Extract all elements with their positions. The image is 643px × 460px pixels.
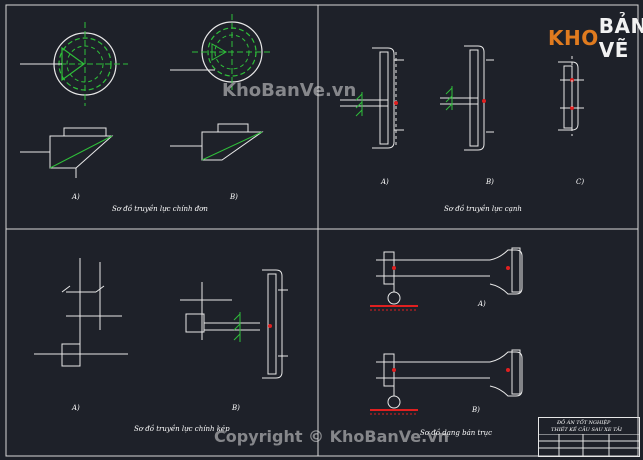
double-drive-a-label: A) bbox=[72, 404, 80, 412]
double-drive-caption: Sơ đồ truyền lực chính kép bbox=[134, 425, 230, 433]
main-drive-caption: Sơ đồ truyền lực chính đơn bbox=[112, 205, 208, 213]
side-drive-a-diagram bbox=[340, 47, 404, 149]
axle-shaft-a-diagram bbox=[370, 247, 523, 311]
logo-part2: BẢN VẼ bbox=[598, 14, 643, 62]
drawing-frame bbox=[5, 4, 639, 457]
side-drive-b-diagram bbox=[440, 45, 494, 151]
title-block-line1: ĐỒ ÁN TỐT NGHIỆP bbox=[557, 420, 611, 426]
watermark-bottom: Copyright © KhoBanVe.vn bbox=[214, 427, 450, 446]
side-drive-c-label: C) bbox=[576, 178, 585, 186]
axle-shaft-b-diagram bbox=[370, 349, 523, 415]
axle-shaft-caption: Sơ đồ dạng bán trục bbox=[420, 429, 493, 437]
double-drive-b-label: B) bbox=[232, 404, 240, 412]
side-drive-caption: Sơ đồ truyền lực cạnh bbox=[444, 205, 522, 213]
main-drive-a-label: A) bbox=[72, 193, 80, 201]
side-drive-a-label: A) bbox=[381, 178, 389, 186]
axle-shaft-a-label: A) bbox=[478, 300, 486, 308]
title-block: ĐỒ ÁN TỐT NGHIỆP THIẾT KẾ CẦU SAU XE TẢI bbox=[538, 417, 640, 457]
side-drive-b-label: B) bbox=[486, 178, 494, 186]
main-drive-b-label: B) bbox=[230, 193, 238, 201]
main-drive-b-diagram bbox=[170, 14, 272, 161]
title-block-line2: THIẾT KẾ CẦU SAU XE TẢI bbox=[551, 427, 623, 433]
logo-part1: KHO bbox=[548, 26, 599, 50]
main-drive-a-diagram bbox=[20, 22, 128, 178]
side-drive-c-diagram bbox=[558, 56, 584, 136]
axle-shaft-b-label: B) bbox=[472, 406, 480, 414]
double-drive-b-diagram bbox=[180, 269, 288, 379]
double-drive-a-diagram bbox=[34, 258, 128, 367]
title-block-grid bbox=[539, 434, 639, 456]
watermark-center: KhoBanVe.vn bbox=[222, 80, 357, 101]
